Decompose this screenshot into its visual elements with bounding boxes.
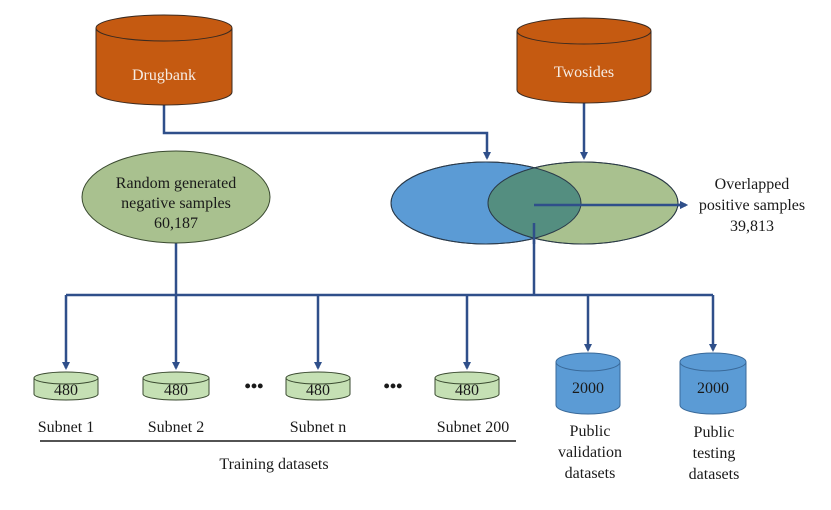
subnet-value: 480 [164,382,188,399]
testing-line3: datasets [689,466,740,483]
drugbank-label: Drugbank [132,67,196,84]
negative-line2: negative samples [121,195,231,212]
subnet-label: Subnet 2 [148,419,204,436]
subnet-2: 480 Subnet 2 [142,371,210,436]
subnet-n: 480 Subnet n [285,371,351,436]
subnet-label: Subnet 200 [437,419,509,436]
negative-line1: Random generated [116,175,236,192]
database-icon [555,362,621,415]
testing-line2: testing [693,445,736,462]
testing-value: 2000 [697,380,729,397]
training-label: Training datasets [219,456,328,473]
database-icon [679,362,747,415]
twosides-database: Twosides [516,17,652,104]
drugbank-to-venn-arrow [162,105,491,160]
testing-dataset: 2000 Public testing datasets [679,352,747,483]
subnet-label: Subnet n [290,419,346,436]
validation-line1: Public [570,423,611,440]
venn-diagram [390,161,688,245]
database-icon [516,31,652,104]
twosides-label: Twosides [554,64,614,81]
drugbank-database: Drugbank [95,14,233,106]
negative-samples-node: Random generated negative samples 60,187 [81,150,271,244]
overlap-label: Overlapped positive samples 39,813 [699,176,805,235]
overlap-count: 39,813 [730,218,774,235]
subnet-value: 480 [306,382,330,399]
overlap-region [488,162,581,244]
validation-value: 2000 [572,380,604,397]
validation-line3: datasets [565,465,616,482]
subnet-1: 480 Subnet 1 [33,371,99,436]
database-icon [95,28,233,106]
overlap-line2: positive samples [699,197,805,214]
validation-dataset: 2000 Public validation datasets [555,352,622,482]
overlap-line1: Overlapped [715,176,790,193]
ellipsis-2: ••• [384,376,403,396]
ellipsis-1: ••• [245,376,264,396]
negative-count: 60,187 [154,215,198,232]
subnet-value: 480 [455,382,479,399]
subnet-200: 480 Subnet 200 [434,371,509,436]
validation-line2: validation [558,444,622,461]
testing-line1: Public [694,424,735,441]
subnet-value: 480 [54,382,78,399]
subnet-label: Subnet 1 [38,419,94,436]
